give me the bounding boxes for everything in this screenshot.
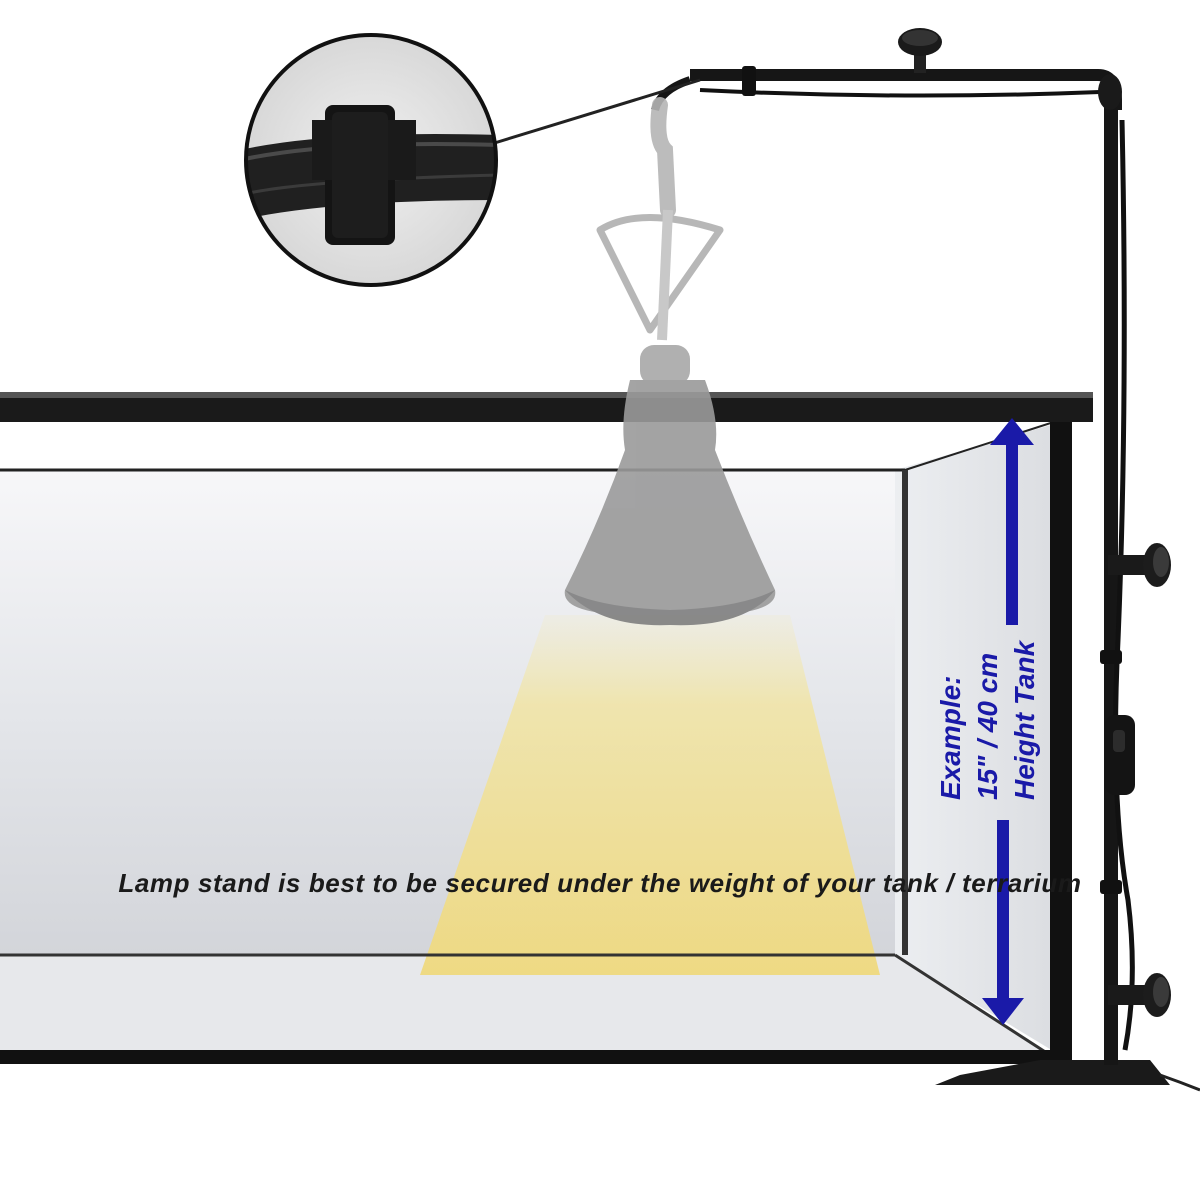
height-indicator: [982, 418, 1034, 1025]
down-arrowhead: [982, 998, 1024, 1025]
light-beam: [420, 615, 880, 975]
lamp-reflector: [564, 380, 776, 615]
top-knob: [898, 28, 942, 73]
tank: [0, 392, 1093, 1064]
tank-front-right-frame: [1050, 418, 1072, 1063]
bottom-knob: [1108, 973, 1171, 1017]
lamp-stand: [651, 28, 1200, 1092]
tank-bottom-frame: [0, 1050, 1072, 1064]
mid-knob: [1108, 543, 1171, 587]
height-annotation: Example: 15" / 40 cm Height Tank: [935, 639, 1040, 800]
tank-floor: [0, 955, 1060, 1060]
stand-base-plate: [935, 1060, 1170, 1085]
annotation-line2: 15" / 40 cm: [972, 653, 1003, 800]
annotation-line1: Example:: [935, 676, 966, 801]
annotation-line3: Height Tank: [1009, 639, 1040, 800]
heat-lamp: [564, 97, 776, 626]
lamp-wire-bail: [596, 214, 724, 334]
up-arrowhead: [990, 418, 1034, 445]
stand-pole: [1104, 95, 1118, 1065]
caption-text: Lamp stand is best to be secured under t…: [118, 868, 1082, 898]
cord-switch: [1105, 715, 1135, 795]
tank-side-glass: [895, 420, 1068, 1060]
magnified-inset: [244, 33, 701, 287]
